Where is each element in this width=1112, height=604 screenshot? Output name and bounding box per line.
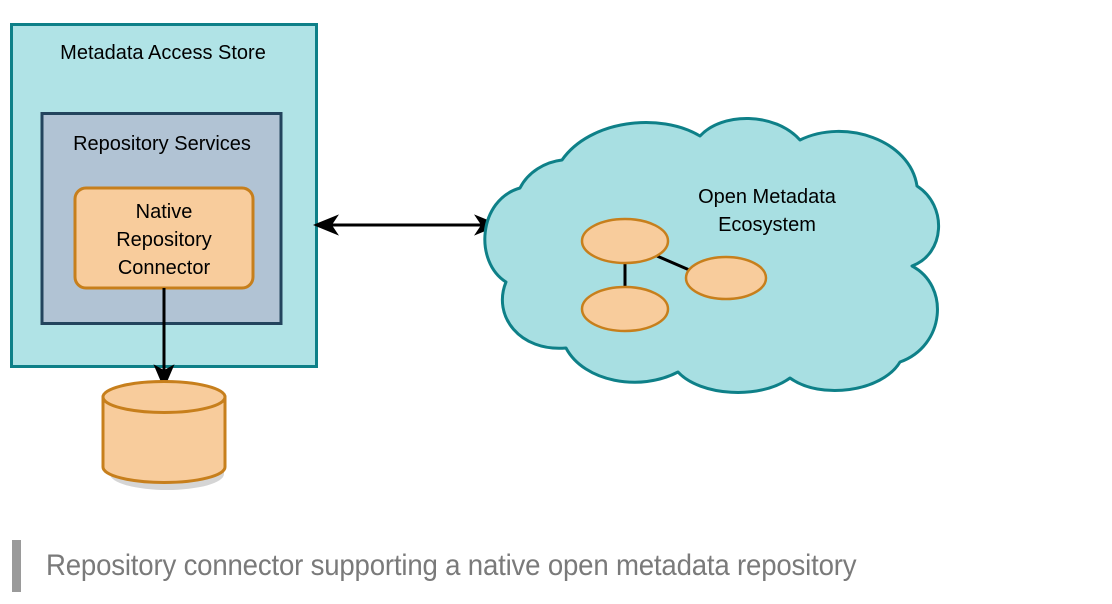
cylinder-top bbox=[101, 380, 227, 414]
connector-to-repository-arrow bbox=[153, 288, 175, 389]
caption-accent-bar bbox=[12, 540, 21, 592]
ecosystem-node-right bbox=[684, 255, 768, 301]
cloud-label-line-2: Ecosystem bbox=[718, 214, 816, 236]
cylinder-body bbox=[101, 395, 227, 484]
connector-to-ecosystem-arrow bbox=[313, 214, 500, 236]
connector-label-line-2: Repository bbox=[116, 229, 212, 251]
ecosystem-node-top-left bbox=[580, 217, 670, 265]
connector-to-repository-arrowhead bbox=[153, 364, 175, 389]
cloud-label-line-1: Open Metadata bbox=[698, 186, 837, 208]
store-ecosystem-arrowhead-left bbox=[313, 214, 339, 236]
cloud-shape bbox=[483, 117, 941, 394]
caption-text: Repository connector supporting a native… bbox=[46, 549, 857, 582]
native-repository-connector-box[interactable]: Native Repository Connector bbox=[73, 186, 255, 290]
caption-row: Repository connector supporting a native… bbox=[0, 528, 1112, 604]
ecosystem-node-bottom-left bbox=[580, 285, 670, 333]
architecture-diagram: Metadata Access Store Repository Service… bbox=[10, 23, 941, 490]
connector-label-line-1: Native bbox=[136, 201, 193, 223]
connector-label-line-3: Connector bbox=[118, 257, 211, 279]
open-metadata-ecosystem-cloud: Open Metadata Ecosystem bbox=[483, 117, 941, 394]
metadata-access-store-label: Metadata Access Store bbox=[60, 42, 266, 64]
repository-services-label: Repository Services bbox=[73, 133, 251, 155]
native-repository-cylinder bbox=[101, 380, 227, 490]
